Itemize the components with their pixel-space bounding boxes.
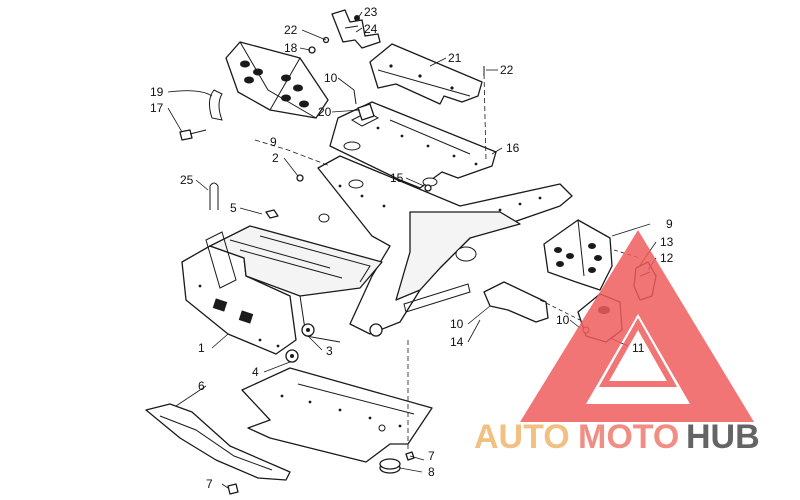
bolt-part-17 xyxy=(179,129,207,141)
callout-22-right: 22 xyxy=(500,63,514,77)
tunnel-panel-part-16 xyxy=(329,101,497,189)
bushing-part-4 xyxy=(285,349,299,363)
automotohub-watermark: AUTO MOTO HUB xyxy=(474,230,760,456)
callout-12: 12 xyxy=(660,251,674,265)
callout-24: 24 xyxy=(364,22,378,36)
callout-11: 11 xyxy=(632,341,645,355)
callout-18: 18 xyxy=(284,41,298,55)
side-bracket-part-14 xyxy=(483,281,549,323)
callout-10-mid: 10 xyxy=(450,317,464,331)
callout-2: 2 xyxy=(272,151,279,165)
callout-13: 13 xyxy=(660,235,674,249)
watermark-text-auto: AUTO xyxy=(474,418,570,456)
callout-21: 21 xyxy=(448,51,462,65)
floor-plate-part xyxy=(241,367,433,463)
callout-8: 8 xyxy=(428,465,435,479)
callout-4: 4 xyxy=(252,365,259,379)
front-bulkhead-part-1 xyxy=(181,225,383,355)
callout-22-top: 22 xyxy=(284,23,298,37)
callout-9-left: 9 xyxy=(270,135,277,149)
leader-lines xyxy=(167,11,657,489)
callout-10-right: 10 xyxy=(556,313,570,327)
footrest-plate-right-part-9 xyxy=(543,219,613,291)
callout-25: 25 xyxy=(180,173,194,187)
u-bolt-part-25 xyxy=(209,182,219,210)
callout-7-rear: 7 xyxy=(428,449,435,463)
grommet-part-8 xyxy=(379,458,401,474)
watermark-triangle-icon xyxy=(520,230,754,422)
callout-10-top: 10 xyxy=(324,71,338,85)
callout-16: 16 xyxy=(506,141,520,155)
fastener-part-2 xyxy=(296,174,304,182)
bushing-part-3 xyxy=(301,323,315,337)
callout-1: 1 xyxy=(198,341,205,355)
tab-part-20 xyxy=(357,103,375,121)
callout-9-right: 9 xyxy=(666,217,673,231)
cover-plate-part-21 xyxy=(369,43,483,105)
footrest-plate-left-part-9 xyxy=(225,41,329,119)
watermark-text-moto: MOTO xyxy=(578,418,679,456)
toe-hook-part-19 xyxy=(208,89,223,121)
callout-7-front: 7 xyxy=(206,477,213,491)
callout-20: 20 xyxy=(318,105,332,119)
callout-23: 23 xyxy=(364,5,378,19)
watermark-text-hub: HUB xyxy=(686,418,760,456)
callout-5: 5 xyxy=(230,201,237,215)
callout-labels: 23 24 22 18 21 22 19 17 10 20 9 16 2 15 … xyxy=(150,5,674,491)
callout-19: 19 xyxy=(150,85,164,99)
watermark-inner-a-icon xyxy=(598,317,678,387)
callout-15: 15 xyxy=(390,171,404,185)
fastener-part-15 xyxy=(424,184,432,192)
callout-14: 14 xyxy=(450,335,464,349)
callout-3: 3 xyxy=(326,344,333,358)
fastener-part-10-top xyxy=(353,89,357,105)
tunnel-chassis-part xyxy=(317,155,573,337)
belly-pan-part-6 xyxy=(145,403,291,481)
bracket-part-24 xyxy=(331,9,381,49)
screw-part-7-front xyxy=(227,483,239,495)
nut-part-5 xyxy=(265,209,279,219)
callout-6: 6 xyxy=(198,379,205,393)
callout-17: 17 xyxy=(150,101,164,115)
